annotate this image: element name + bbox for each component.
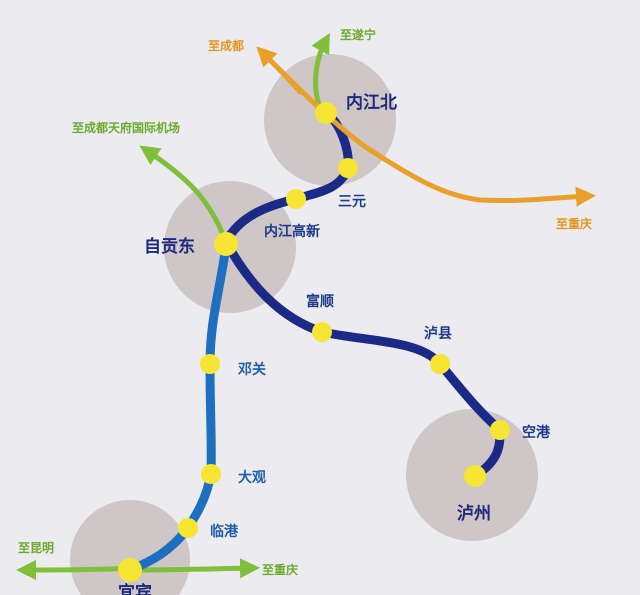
label-luxian: 泸县 <box>424 325 452 342</box>
station-sanyuan[interactable] <box>338 158 358 178</box>
label-sanyuan: 三元 <box>338 194 366 210</box>
label-neijiang-north: 内江北 <box>346 92 397 113</box>
label-yibin: 宜宾 <box>118 582 152 595</box>
connector-to-kunming <box>16 559 133 580</box>
label-to-chongqing-bottom: 至重庆 <box>262 562 298 577</box>
label-luzhou: 泸州 <box>457 504 491 524</box>
label-daguan: 大观 <box>238 469 266 486</box>
main-line-neijiang-luzhou <box>220 108 505 481</box>
station-luzhou[interactable] <box>464 465 486 487</box>
label-to-kunming: 至昆明 <box>18 541 54 555</box>
station-yibin[interactable] <box>118 558 142 582</box>
label-neijiang-gaoxin: 内江高新 <box>264 223 320 240</box>
label-to-chengdu: 至成都 <box>208 38 244 53</box>
station-lingang[interactable] <box>178 518 198 538</box>
label-to-chongqing-top: 至重庆 <box>556 216 592 231</box>
station-zigong-east[interactable] <box>214 232 238 256</box>
connector-chengdu-chongqing <box>259 49 596 207</box>
station-neijiang-gaoxin[interactable] <box>286 189 306 209</box>
label-konggang: 空港 <box>522 424 551 441</box>
label-zigong-east: 自贡东 <box>144 236 195 257</box>
station-luxian[interactable] <box>430 354 450 374</box>
label-dengguan: 邓关 <box>237 361 266 378</box>
label-lingang: 临港 <box>210 523 239 540</box>
connector-to-chengdu-arrowhead <box>256 46 303 95</box>
connector-to-tianfu-airport <box>139 145 228 243</box>
station-neijiang-north[interactable] <box>315 102 337 124</box>
station-dengguan[interactable] <box>200 354 220 374</box>
label-fushun: 富顺 <box>306 293 334 310</box>
station-konggang[interactable] <box>490 420 510 440</box>
label-to-tianfu-airport: 至成都天府国际机场 <box>72 120 180 135</box>
station-fushun[interactable] <box>312 322 332 342</box>
connector-to-chongqing-bottom <box>129 558 260 579</box>
station-daguan[interactable] <box>201 464 221 484</box>
main-line-zigong-yibin <box>125 241 231 575</box>
label-to-suining: 至遂宁 <box>340 27 376 42</box>
